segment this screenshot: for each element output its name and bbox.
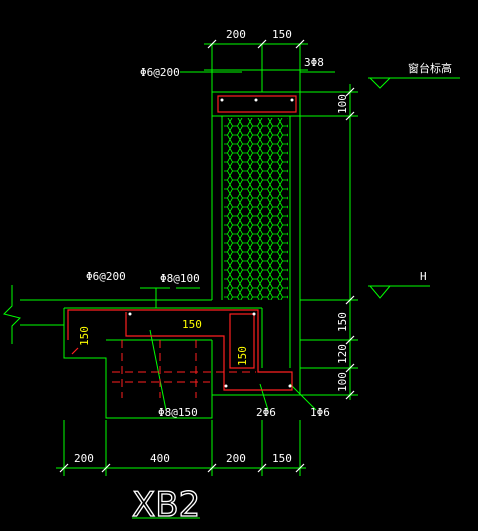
dim-bottom-400: 400: [150, 452, 170, 465]
insulation-fill: [224, 118, 288, 300]
label-bar-1: 1Φ6: [310, 406, 330, 419]
label-sill-elevation: 窗台标高: [408, 61, 452, 75]
label-level-h: H: [420, 270, 427, 283]
rebar-dashed: [112, 340, 256, 398]
label-stirrup-left: Φ6@200: [86, 270, 126, 283]
drawing-title: XB2: [132, 485, 200, 525]
dim-right-100b: 100: [336, 372, 349, 392]
label-bar-2: 2Φ6: [256, 406, 276, 419]
dim-right-150: 150: [336, 312, 349, 332]
dim-top-150: 150: [272, 28, 292, 41]
label-beam-side: 150: [236, 346, 249, 366]
label-bar-mid: Φ8@100: [160, 272, 200, 285]
dim-top-200: 200: [226, 28, 246, 41]
label-beam-depth: 150: [78, 326, 91, 346]
dim-bottom-200: 200: [74, 452, 94, 465]
label-stirrup-top: Φ6@200: [140, 66, 180, 79]
label-slab-thickness: 150: [182, 318, 202, 331]
dim-bottom-200b: 200: [226, 452, 246, 465]
dim-right-100: 100: [336, 94, 349, 114]
dimension-ticks: [59, 39, 355, 473]
dim-right-120: 120: [336, 344, 349, 364]
rebar: [67, 95, 297, 391]
rebar-dots: [128, 98, 294, 388]
dim-bottom-150: 150: [272, 452, 292, 465]
concrete-outline: [3, 43, 460, 519]
label-bar-bottom: Φ8@150: [158, 406, 198, 419]
label-bar-top: 3Φ8: [304, 56, 324, 69]
